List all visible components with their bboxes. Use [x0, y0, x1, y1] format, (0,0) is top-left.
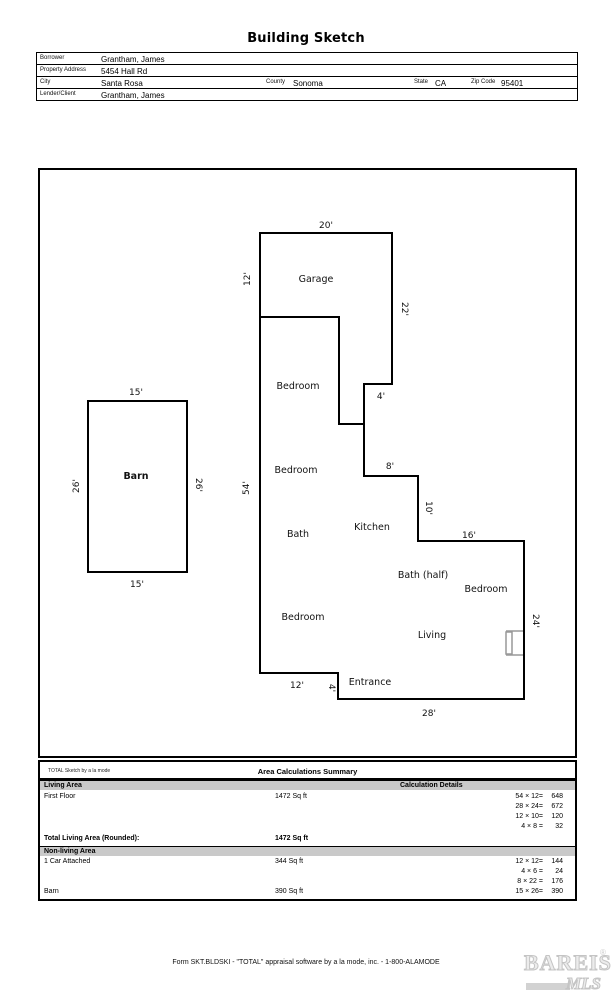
dim-bottom-left: 12' [290, 681, 304, 691]
dim-bottom: 28' [422, 709, 436, 719]
calc-expr: 28 × 24= [515, 803, 543, 810]
dim-left-side: 54' [242, 481, 252, 495]
zip-code-label: Zip Code [471, 79, 496, 85]
first-floor-name: First Floor [44, 793, 76, 800]
room-label-garage: Garage [299, 274, 334, 285]
room-label-bath: Bath [287, 529, 309, 540]
nonliving-area-header-row: Non-living Area [40, 846, 575, 856]
barn-row-area: 390 Sq ft [275, 888, 304, 895]
lender-client-value: Grantham, James [101, 90, 165, 100]
dim-kitchen-right: 10' [423, 501, 433, 515]
calc-line: 12 × 12= 144 [483, 858, 563, 865]
dim-barn-top: 15' [129, 388, 143, 398]
borrower-row: Borrower Grantham, James [37, 53, 577, 64]
floor-plan-sketch: Garage Bedroom Bedroom Bath Kitchen Bath… [72, 221, 540, 719]
dim-entry-step: 4' [326, 684, 336, 692]
calc-line: 54 × 12= 648 [483, 793, 563, 800]
dim-right-top: 16' [462, 531, 476, 541]
living-area-outline [259, 316, 525, 700]
room-label-entrance: Entrance [349, 677, 392, 688]
calc-value: 648 [551, 793, 563, 800]
city-county-state-zip-row: City Santa Rosa County Sonoma State CA Z… [37, 76, 577, 88]
dim-garage-top: 20' [319, 221, 333, 231]
calc-expr: 54 × 12= [515, 793, 543, 800]
room-label-bedroom-lower: Bedroom [282, 612, 325, 623]
calc-expr: 4 × 8 = [521, 823, 543, 830]
property-address-value: 5454 Hall Rd [101, 66, 148, 76]
logo-bareis-text: BAREIS [524, 950, 612, 976]
car-attached-area: 344 Sq ft [275, 858, 304, 865]
calc-line: 4 × 8 = 32 [483, 823, 563, 830]
property-info-table: Borrower Grantham, James Property Addres… [36, 52, 578, 101]
registered-trademark-icon: ® [600, 948, 606, 957]
bareis-mls-logo: BAREIS ® MLS [524, 948, 612, 1002]
summary-title: Area Calculations Summary [257, 767, 358, 776]
room-label-bedroom-right: Bedroom [465, 584, 508, 595]
calc-value: 120 [551, 813, 563, 820]
dim-barn-bottom: 15' [130, 580, 144, 590]
dim-right-side: 24' [530, 614, 540, 628]
calc-value: 176 [551, 878, 563, 885]
borrower-label: Borrower [40, 55, 65, 61]
calc-expr: 12 × 12= [515, 858, 543, 865]
dim-barn-left: 26' [72, 479, 82, 493]
calc-value: 24 [555, 868, 563, 875]
borrower-value: Grantham, James [101, 54, 165, 64]
calc-expr: 8 × 22 = [517, 878, 543, 885]
room-label-bath-half: Bath (half) [398, 570, 448, 581]
state-value: CA [435, 78, 447, 88]
page-title: Building Sketch [247, 31, 365, 46]
calc-value: 144 [551, 858, 563, 865]
barn-row-name: Barn [44, 888, 59, 895]
total-living-area-label: Total Living Area (Rounded): [44, 835, 140, 842]
lender-client-label: Lender/Client [40, 91, 76, 97]
calc-value: 672 [551, 803, 563, 810]
lender-client-row: Lender/Client Grantham, James [37, 88, 577, 100]
zip-code-value: 95401 [501, 78, 524, 88]
calc-line: 28 × 24= 672 [483, 803, 563, 810]
first-floor-area: 1472 Sq ft [275, 793, 307, 800]
living-area-header: Living Area [44, 782, 82, 789]
property-address-label: Property Address [40, 67, 87, 73]
logo-bar [526, 983, 570, 990]
calc-expr: 4 × 6 = [521, 868, 543, 875]
logo-mls-text: MLS [566, 974, 602, 994]
dim-garage-left: 12' [243, 272, 253, 286]
car-attached-name: 1 Car Attached [44, 858, 91, 865]
state-label: State [414, 79, 429, 85]
total-living-area-value: 1472 Sq ft [275, 835, 309, 842]
calc-expr: 15 × 26= [515, 888, 543, 895]
room-label-bedroom-upper: Bedroom [277, 381, 320, 392]
room-label-kitchen: Kitchen [354, 522, 390, 533]
door-icon [505, 630, 523, 656]
room-label-bedroom-mid: Bedroom [275, 465, 318, 476]
city-value: Santa Rosa [101, 78, 143, 88]
calc-line: 4 × 6 = 24 [483, 868, 563, 875]
calc-line: 15 × 26= 390 [483, 888, 563, 895]
calc-value: 390 [551, 888, 563, 895]
dim-barn-right: 26' [193, 478, 203, 492]
living-area-header-row: Living Area Calculation Details [40, 780, 575, 790]
calc-expr: 12 × 10= [515, 813, 543, 820]
nonliving-area-header: Non-living Area [44, 848, 96, 855]
county-label: County [266, 79, 286, 85]
dim-kitchen-top: 8' [386, 462, 394, 472]
dim-garage-notch: 4' [377, 392, 385, 402]
calc-line: 12 × 10= 120 [483, 813, 563, 820]
city-label: City [40, 79, 51, 85]
sketch-branding-text: TOTAL Sketch by a la mode [48, 768, 111, 774]
calc-line: 8 × 22 = 176 [483, 878, 563, 885]
barn-outline [87, 400, 188, 573]
room-label-living: Living [418, 630, 446, 641]
area-calculations-summary-table: TOTAL Sketch by a la mode Area Calculati… [38, 760, 577, 901]
property-address-row: Property Address 5454 Hall Rd [37, 64, 577, 76]
dim-garage-right: 22' [399, 302, 409, 316]
calculation-details-header: Calculation Details [400, 782, 463, 789]
form-footer-text: Form SKT.BLDSKI - "TOTAL" appraisal soft… [172, 959, 440, 966]
county-value: Sonoma [293, 78, 323, 88]
summary-divider [40, 778, 575, 780]
room-label-barn: Barn [123, 471, 148, 482]
calc-value: 32 [555, 823, 563, 830]
